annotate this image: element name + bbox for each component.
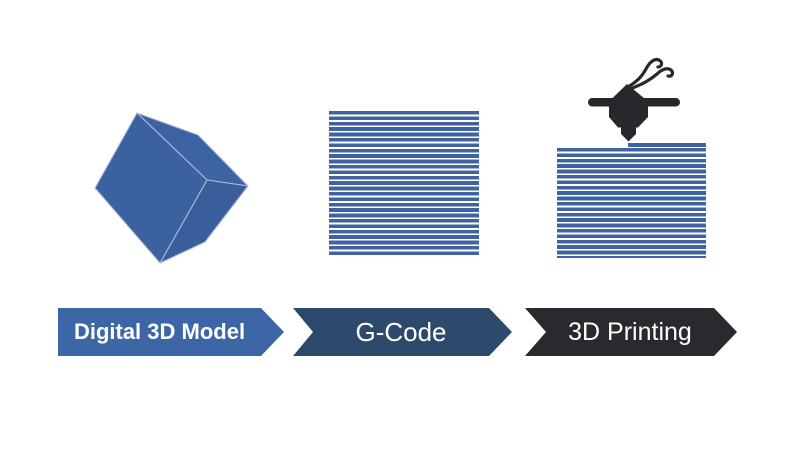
banner-digital-3d-model: Digital 3D Model (58, 308, 284, 356)
banner-3d-printing-label: 3D Printing (568, 317, 692, 346)
banner-g-code-label: G-Code (355, 316, 447, 347)
printer-filament-wire (628, 67, 675, 91)
banner-g-code: G-Code (293, 308, 512, 356)
banner-digital-3d-model-label: Digital 3D Model (73, 319, 246, 344)
banner-3d-printing: 3D Printing (525, 308, 737, 356)
printer-filament-wire (626, 57, 664, 89)
cube-face-left (94, 112, 208, 264)
cube-3d-icon (94, 112, 249, 264)
printer-nozzle (621, 127, 636, 142)
printing-current-layer (628, 143, 706, 147)
sliced-layers-icon (329, 111, 479, 257)
printer-body (609, 84, 648, 128)
printed-layers-stack (557, 148, 706, 258)
printer-extruder-icon (588, 57, 680, 142)
